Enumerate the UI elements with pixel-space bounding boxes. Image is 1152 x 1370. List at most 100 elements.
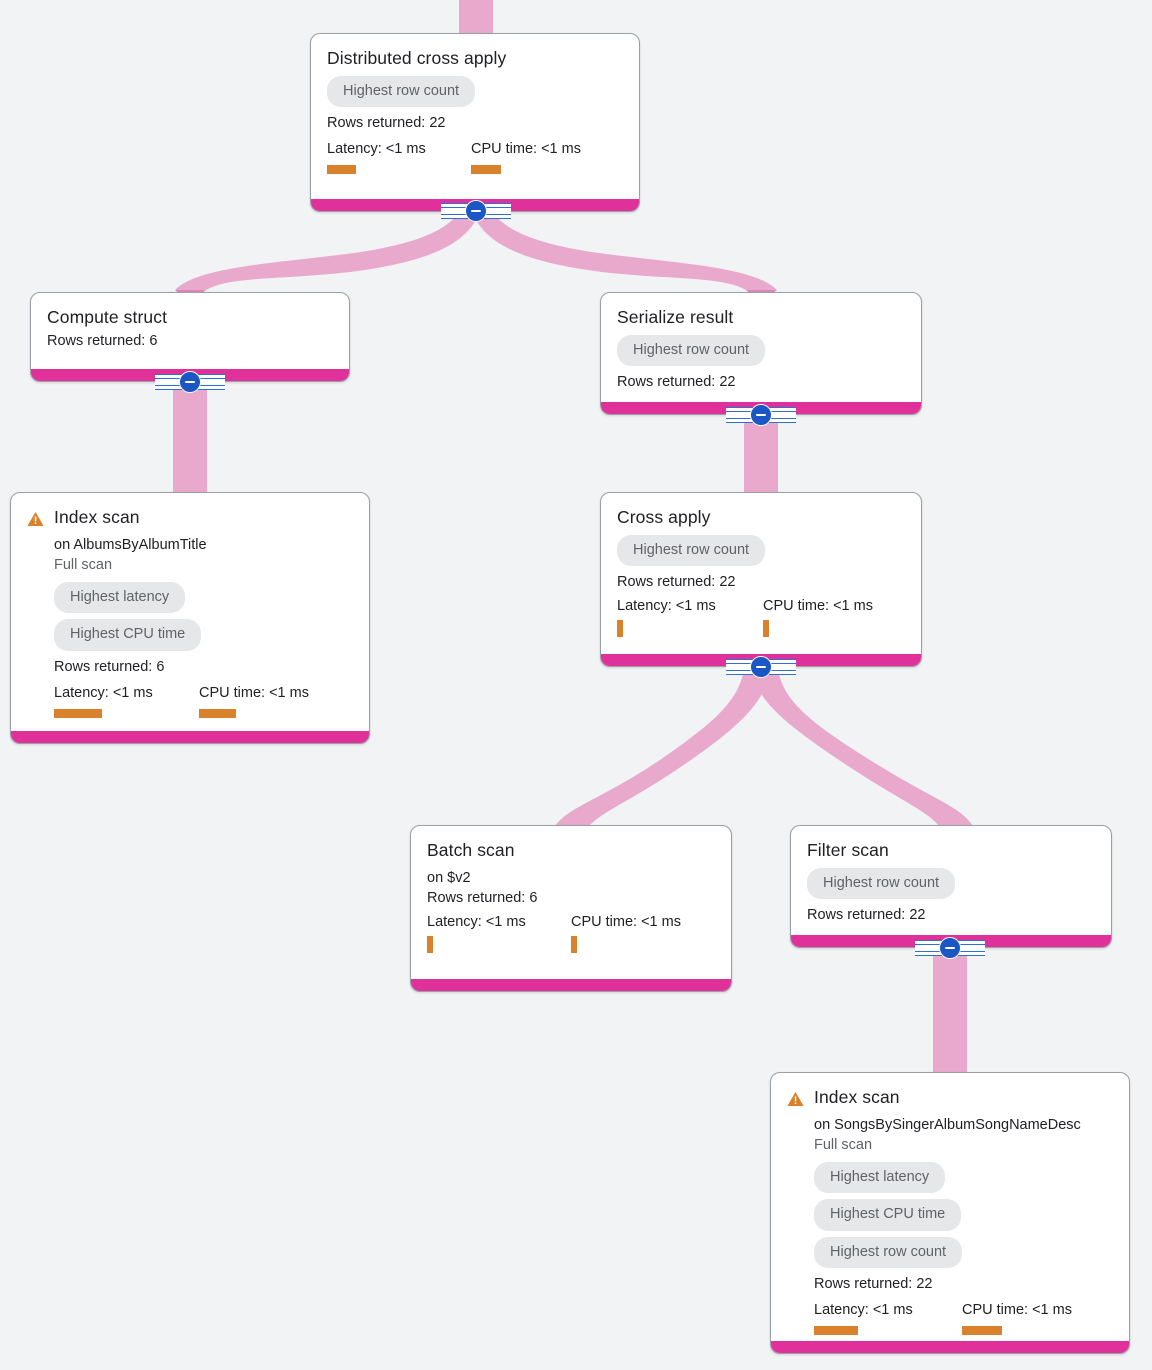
edge-incoming-root [459,0,493,34]
node-title: Cross apply [617,507,711,527]
node-body: Compute struct Rows returned: 6 [31,293,349,365]
node-metrics: Latency: <1 ms CPU time: <1 ms [327,141,623,175]
node-badges: Highest latency Highest CPU time [54,581,353,651]
node-accent-footer [411,979,731,991]
plan-node-distributed-cross-apply[interactable]: Distributed cross apply Highest row coun… [310,33,640,212]
latency-metric: Latency: <1 ms [814,1302,962,1336]
node-subtitle: on SongsBySingerAlbumSongNameDesc [814,1116,1081,1133]
cpu-metric: CPU time: <1 ms [571,914,681,954]
collapse-toggle-compute-struct[interactable] [155,370,225,394]
node-header: Serialize result Highest row count Rows … [617,307,905,390]
plan-node-serialize-result[interactable]: Serialize result Highest row count Rows … [600,292,922,415]
node-metrics: Latency: <1 ms CPU time: <1 ms [54,684,353,718]
node-metrics: Latency: <1 ms CPU time: <1 ms [427,914,715,954]
status-badge: Highest latency [54,581,186,614]
node-header: Distributed cross apply Highest row coun… [327,48,623,175]
node-title: Index scan [54,507,140,527]
cpu-metric: CPU time: <1 ms [471,141,581,175]
latency-bar [617,620,623,638]
node-accent-footer [11,731,369,743]
node-header: Index scan on AlbumsByAlbumTitle Full sc… [27,507,353,718]
latency-metric: Latency: <1 ms [327,141,471,175]
edge-serialize-result-to-cross-apply [744,418,778,495]
node-metrics: Latency: <1 ms CPU time: <1 ms [617,598,905,638]
node-accent-footer [771,1341,1129,1353]
node-title: Compute struct [47,307,168,327]
minus-icon[interactable] [939,937,961,959]
latency-label: Latency: <1 ms [327,141,426,158]
warning-icon [27,512,44,526]
cpu-label: CPU time: <1 ms [199,684,309,701]
rows-returned: Rows returned: 6 [47,332,158,349]
node-badges: Highest row count [327,75,623,108]
cpu-metric: CPU time: <1 ms [962,1302,1072,1336]
edge-root-to-serialize-result [476,214,777,290]
node-body: Cross apply Highest row count Rows retur… [601,493,921,653]
node-title: Index scan [814,1087,900,1107]
node-subtitle: on $v2 [427,869,471,886]
node-body: Batch scan on $v2 Rows returned: 6 Laten… [411,826,731,969]
status-badge: Highest latency [814,1161,946,1194]
cpu-label: CPU time: <1 ms [571,914,681,931]
latency-label: Latency: <1 ms [427,914,526,931]
cpu-bar [571,936,577,954]
collapse-toggle-distributed-cross-apply[interactable] [441,199,511,223]
latency-metric: Latency: <1 ms [617,598,763,638]
minus-icon[interactable] [750,656,772,678]
latency-bar [814,1326,858,1336]
node-header: Compute struct Rows returned: 6 [47,307,333,349]
node-scan-type: Full scan [814,1137,873,1154]
latency-bar [54,708,102,718]
cpu-label: CPU time: <1 ms [962,1302,1072,1319]
status-badge: Highest row count [814,1236,963,1269]
plan-node-filter-scan[interactable]: Filter scan Highest row count Rows retur… [790,825,1112,948]
rows-returned: Rows returned: 22 [327,115,446,132]
edge-cross-apply-to-filter-scan [752,670,973,826]
edge-cross-apply-to-batch-scan [555,670,770,826]
cpu-label: CPU time: <1 ms [763,598,873,615]
plan-node-batch-scan[interactable]: Batch scan on $v2 Rows returned: 6 Laten… [410,825,732,992]
cpu-bar [471,165,501,175]
node-title: Serialize result [617,307,734,327]
node-subtitle: on AlbumsByAlbumTitle [54,536,207,553]
minus-icon[interactable] [179,371,201,393]
collapse-toggle-cross-apply[interactable] [726,655,796,679]
node-title: Distributed cross apply [327,48,507,68]
node-body: Filter scan Highest row count Rows retur… [791,826,1111,939]
latency-bar [327,165,356,175]
node-title: Batch scan [427,840,515,860]
status-badge: Highest row count [617,334,766,367]
warning-icon [787,1092,804,1106]
minus-icon[interactable] [465,200,487,222]
node-body: Index scan on AlbumsByAlbumTitle Full sc… [11,493,369,734]
plan-node-cross-apply[interactable]: Cross apply Highest row count Rows retur… [600,492,922,667]
node-badges: Highest latency Highest CPU time Highest… [814,1161,1113,1269]
node-badges: Highest row count [807,867,1095,900]
status-badge: Highest row count [327,75,476,108]
plan-node-index-scan-albums[interactable]: Index scan on AlbumsByAlbumTitle Full sc… [10,492,370,744]
edge-root-to-compute-struct [175,214,476,290]
node-title: Filter scan [807,840,889,860]
latency-metric: Latency: <1 ms [427,914,571,954]
status-badge: Highest CPU time [814,1199,962,1231]
rows-returned: Rows returned: 22 [814,1276,933,1293]
rows-returned: Rows returned: 22 [617,574,736,591]
node-metrics: Latency: <1 ms CPU time: <1 ms [814,1302,1113,1336]
cpu-bar [962,1326,1002,1336]
status-badge: Highest row count [807,867,956,900]
rows-returned: Rows returned: 6 [427,890,538,907]
node-badges: Highest row count [617,334,905,367]
plan-node-compute-struct[interactable]: Compute struct Rows returned: 6 [30,292,350,382]
cpu-bar [763,620,769,638]
collapse-toggle-serialize-result[interactable] [726,403,796,427]
plan-node-index-scan-songs[interactable]: Index scan on SongsBySingerAlbumSongName… [770,1072,1130,1354]
latency-label: Latency: <1 ms [814,1302,913,1319]
latency-bar [427,936,433,954]
latency-metric: Latency: <1 ms [54,685,199,718]
node-scan-type: Full scan [54,557,113,574]
rows-returned: Rows returned: 22 [617,374,736,391]
minus-icon[interactable] [750,404,772,426]
collapse-toggle-filter-scan[interactable] [915,936,985,960]
status-badge: Highest row count [617,534,766,567]
